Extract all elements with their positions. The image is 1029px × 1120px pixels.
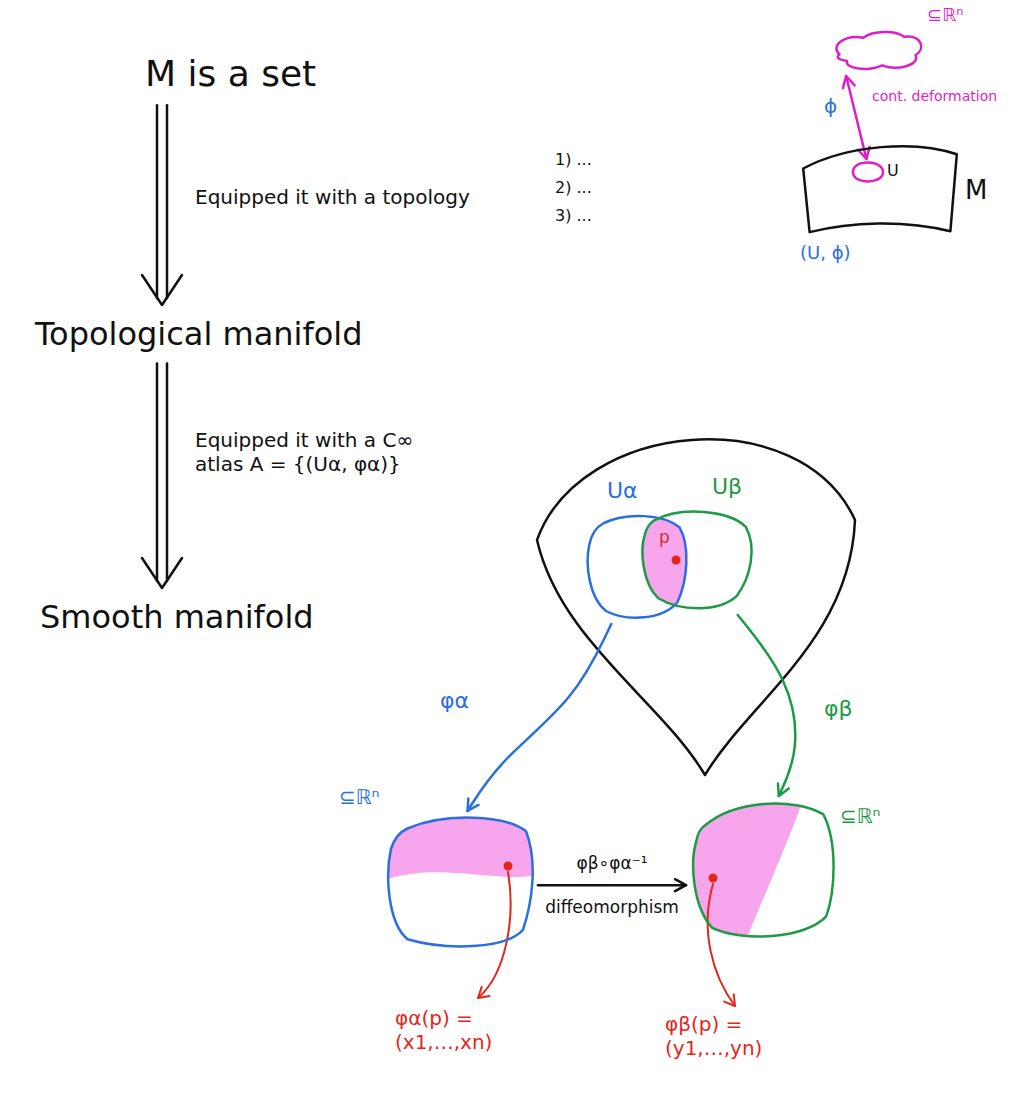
region-outline — [852, 162, 884, 182]
overlap-fill — [643, 512, 752, 609]
label-holder: φβ(p) = (y1,…,yn) — [665, 1012, 815, 1060]
open-set: U — [852, 162, 884, 182]
label-holder: (U, ϕ) — [800, 242, 851, 264]
stage-text: Smooth manifold — [40, 598, 314, 636]
edge-label-holder: cont. deformation — [872, 88, 997, 105]
leader-arrowhead — [724, 994, 735, 1006]
transition-arrow — [538, 884, 686, 887]
edge-label: φα — [440, 688, 469, 714]
edge-label: cont. deformation — [872, 88, 997, 105]
region-outline — [640, 508, 755, 613]
leader-line — [478, 872, 511, 998]
region-outline — [803, 146, 957, 232]
label-holder: 1) ... — [555, 150, 592, 169]
stage-label: Smooth manifold — [40, 598, 314, 636]
manifold-patch: MU — [800, 140, 960, 235]
point-dot — [709, 874, 718, 883]
leader-line — [708, 884, 735, 1006]
overlap-fill — [643, 512, 752, 609]
region-label: ⊆ℝⁿ — [339, 785, 380, 809]
chart-map-arrow — [738, 615, 796, 796]
region-outline — [643, 512, 752, 609]
region-label: ⊆ℝⁿ — [840, 804, 881, 828]
label-holder: 3) ... — [555, 206, 592, 225]
chart-map-arrow — [468, 798, 479, 811]
region-outline — [830, 28, 925, 72]
label-holder: ϕ — [824, 94, 837, 118]
map-arrow — [843, 76, 870, 159]
double-arrow — [142, 105, 182, 305]
region-outline — [385, 815, 535, 950]
edge-label: φβ∘φα⁻¹ diffeomorphism — [537, 841, 687, 929]
edge-label-holder: Equipped it with a C∞ atlas A = {(Uα, φα… — [195, 428, 445, 476]
double-arrow — [156, 363, 159, 581]
edge-label-holder: φβ — [824, 696, 853, 722]
euclidean-region: ⊆ℝⁿ — [830, 28, 925, 72]
condition-item: 3) ... — [555, 206, 592, 225]
edge-label-holder: φα — [440, 688, 469, 714]
region-label: U — [887, 161, 899, 180]
double-arrow — [166, 105, 169, 298]
edge-label-holder: φβ∘φα⁻¹ diffeomorphism — [537, 841, 687, 929]
region-label: ⊆ℝⁿ — [927, 4, 964, 26]
chart-name: (U, ϕ) — [800, 242, 851, 264]
region-outline — [693, 803, 833, 936]
image-fill — [685, 795, 805, 950]
region-outline — [690, 800, 838, 942]
chart-map-arrow — [468, 624, 612, 811]
region-outline — [800, 140, 960, 235]
label-holder: p — [659, 527, 670, 547]
point-name: p — [659, 527, 670, 547]
image-fill — [380, 810, 545, 882]
map-name: ϕ — [824, 94, 837, 118]
stage-label: Topological manifold — [35, 315, 363, 353]
point-dot — [672, 556, 681, 565]
coordinate-note: φα(p) = (x1,…,xn) — [395, 1006, 545, 1054]
map-arrow — [846, 76, 866, 159]
label-holder: φα(p) = (x1,…,xn) — [395, 1006, 545, 1054]
transition-arrow — [538, 879, 686, 891]
chart-domain: Uβ — [640, 508, 755, 613]
double-arrow — [156, 105, 159, 298]
region-outline — [836, 32, 921, 69]
manifold-surface — [537, 439, 855, 775]
image-fill — [380, 810, 545, 882]
leader-arrowhead — [478, 987, 490, 998]
euclidean-region: ⊆ℝⁿ — [690, 800, 838, 942]
region-label: M — [965, 175, 987, 206]
chart-map-arrow — [738, 615, 796, 796]
double-arrow — [142, 363, 182, 588]
edge-label: φβ — [824, 696, 853, 722]
label-holder: 2) ... — [555, 178, 592, 197]
region-outline — [588, 516, 687, 618]
stage-text: M is a set — [145, 52, 316, 95]
condition-item: 2) ... — [555, 178, 592, 197]
region-outline — [388, 818, 532, 947]
double-arrow — [142, 558, 182, 588]
edge-label: Equipped it with a topology — [195, 185, 470, 209]
coordinate-note: φβ(p) = (y1,…,yn) — [665, 1012, 815, 1060]
chart-map-arrow — [468, 624, 612, 811]
transition-arrow — [675, 879, 686, 891]
condition-item: 1) ... — [555, 150, 592, 169]
chart-map-arrow — [778, 783, 789, 796]
region-label: Uβ — [712, 474, 742, 500]
euclidean-region: ⊆ℝⁿ — [385, 815, 535, 950]
edge-label: Equipped it with a C∞ atlas A = {(Uα, φα… — [195, 428, 445, 476]
double-arrow — [166, 363, 169, 581]
stage-text: Topological manifold — [35, 315, 363, 353]
region-outline — [853, 163, 883, 182]
map-arrow — [843, 76, 855, 88]
stage-label: M is a set — [145, 52, 316, 95]
point-dot — [504, 862, 513, 871]
edge-label-holder: Equipped it with a topology — [195, 185, 470, 209]
image-fill — [685, 795, 805, 950]
double-arrow — [142, 275, 182, 305]
region-label: Uα — [607, 478, 638, 504]
